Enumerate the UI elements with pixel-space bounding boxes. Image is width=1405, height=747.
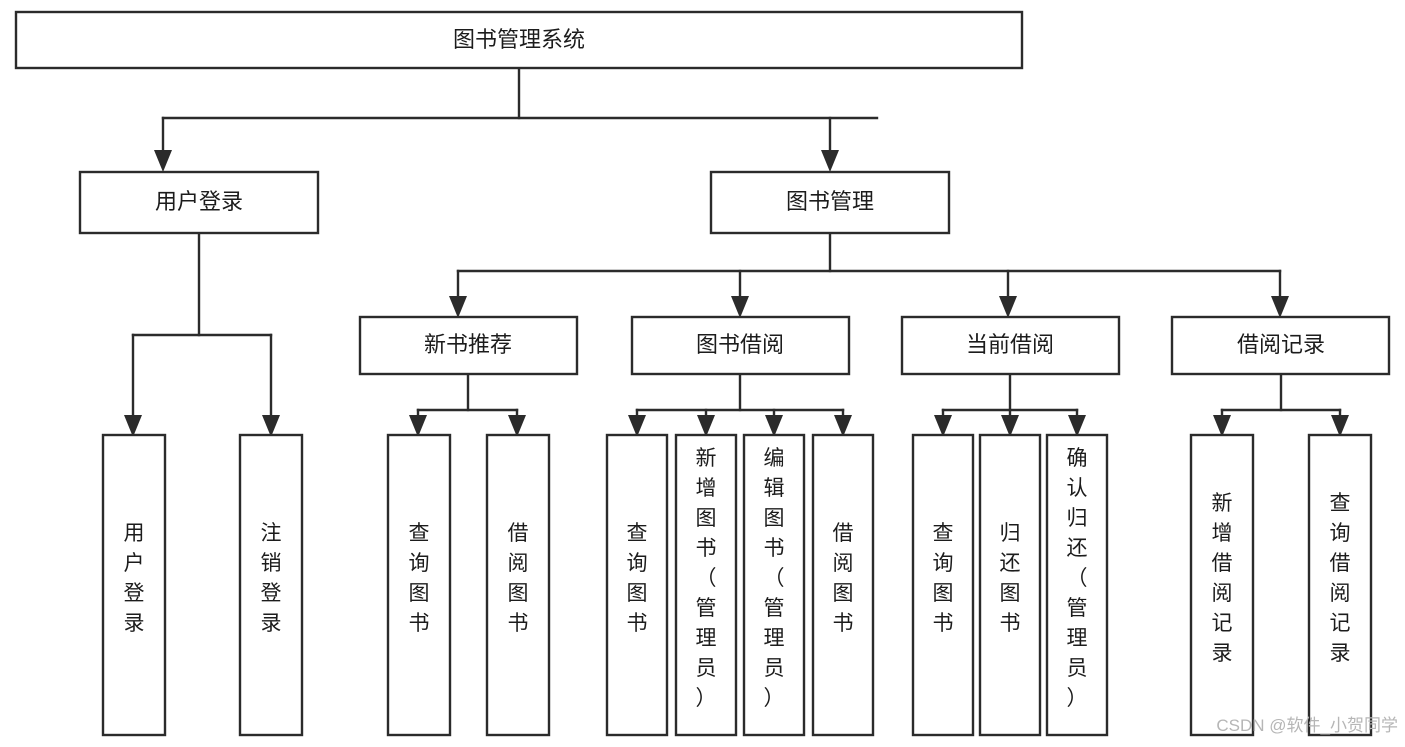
node-user-login-label: 用户登录 <box>155 189 243 214</box>
node-leaf-borrow-book[interactable]: 借阅图书 <box>811 433 875 737</box>
arrowhead-book-borrow <box>731 296 749 318</box>
connector-group-borrow-record <box>1213 372 1349 437</box>
node-leaf-borrow-book-rec-label: 借阅图书 <box>508 522 529 635</box>
connector-group-book-management <box>449 231 1289 318</box>
node-book-management-rect[interactable] <box>709 170 951 235</box>
node-borrow-record[interactable]: 借阅记录 <box>1170 315 1391 376</box>
arrowhead-leaf-query-book-rec <box>409 415 427 437</box>
node-leaf-confirm-return-admin-rect[interactable] <box>1045 433 1109 737</box>
arrowhead-leaf-return-book <box>1001 415 1019 437</box>
node-leaf-logout-rect[interactable] <box>238 433 304 737</box>
node-current-borrow[interactable]: 当前借阅 <box>900 315 1121 376</box>
node-user-login-rect[interactable] <box>78 170 320 235</box>
node-new-book-recommend-label: 新书推荐 <box>424 332 512 357</box>
arrowhead-leaf-edit-book-admin <box>765 415 783 437</box>
node-leaf-query-book-current-rect[interactable] <box>911 433 975 737</box>
node-leaf-user-login-label: 用户登录 <box>124 522 145 635</box>
node-root-rect[interactable] <box>14 10 1024 70</box>
node-leaf-query-book-borrow-label: 查询图书 <box>627 522 648 635</box>
node-leaf-query-borrow-record-rect[interactable] <box>1307 433 1373 737</box>
node-leaf-query-borrow-record[interactable]: 查询借阅记录 <box>1307 433 1373 737</box>
arrowhead-leaf-logout <box>262 415 280 437</box>
arrowhead-root-to-book-management <box>821 150 839 172</box>
node-leaf-query-book-current[interactable]: 查询图书 <box>911 433 975 737</box>
node-borrow-record-label: 借阅记录 <box>1237 332 1325 357</box>
arrowhead-root-to-user-login <box>154 150 172 172</box>
arrowhead-leaf-query-borrow-record <box>1331 415 1349 437</box>
node-leaf-add-borrow-record-rect[interactable] <box>1189 433 1255 737</box>
node-leaf-query-book-current-label: 查询图书 <box>933 522 954 635</box>
node-leaf-edit-book-admin-label: 编辑图书（管理员） <box>764 447 785 710</box>
node-leaf-query-book-borrow-rect[interactable] <box>605 433 669 737</box>
arrowhead-leaf-borrow-book <box>834 415 852 437</box>
node-new-book-recommend[interactable]: 新书推荐 <box>358 315 579 376</box>
node-book-borrow-rect[interactable] <box>630 315 851 376</box>
connector-group-current-borrow <box>934 372 1086 437</box>
node-new-book-recommend-rect[interactable] <box>358 315 579 376</box>
arrowhead-new-book-recommend <box>449 296 467 318</box>
node-leaf-return-book-label: 归还图书 <box>1000 522 1021 635</box>
arrowhead-leaf-confirm-return-admin <box>1068 415 1086 437</box>
node-current-borrow-rect[interactable] <box>900 315 1121 376</box>
node-leaf-query-book-rec-label: 查询图书 <box>409 522 430 635</box>
node-leaf-add-borrow-record[interactable]: 新增借阅记录 <box>1189 433 1255 737</box>
node-book-management-label: 图书管理 <box>786 189 874 214</box>
node-leaf-borrow-book-rec-rect[interactable] <box>485 433 551 737</box>
node-leaf-add-book-admin[interactable]: 新增图书（管理员） <box>674 433 738 737</box>
node-leaf-add-book-admin-rect[interactable] <box>674 433 738 737</box>
node-leaf-logout[interactable]: 注销登录 <box>238 433 304 737</box>
arrowhead-leaf-query-book-borrow <box>628 415 646 437</box>
node-book-borrow[interactable]: 图书借阅 <box>630 315 851 376</box>
arrowhead-leaf-add-book-admin <box>697 415 715 437</box>
node-root[interactable]: 图书管理系统 <box>14 10 1024 70</box>
node-leaf-add-borrow-record-label: 新增借阅记录 <box>1212 492 1233 665</box>
connector-group-root <box>154 66 879 172</box>
arrowhead-current-borrow <box>999 296 1017 318</box>
node-leaf-borrow-book-rect[interactable] <box>811 433 875 737</box>
arrowhead-leaf-user-login <box>124 415 142 437</box>
connector-group-book-borrow <box>628 372 852 437</box>
node-leaf-query-book-rec[interactable]: 查询图书 <box>386 433 452 737</box>
node-leaf-edit-book-admin[interactable]: 编辑图书（管理员） <box>742 433 806 737</box>
node-leaf-return-book[interactable]: 归还图书 <box>978 433 1042 737</box>
node-user-login[interactable]: 用户登录 <box>78 170 320 235</box>
node-book-management[interactable]: 图书管理 <box>709 170 951 235</box>
node-root-label: 图书管理系统 <box>453 27 585 52</box>
arrowhead-borrow-record <box>1271 296 1289 318</box>
arrowhead-leaf-borrow-book-rec <box>508 415 526 437</box>
node-leaf-logout-label: 注销登录 <box>261 522 282 635</box>
node-leaf-add-book-admin-label: 新增图书（管理员） <box>696 447 717 710</box>
node-leaf-confirm-return-admin-label: 确认归还（管理员） <box>1067 447 1088 710</box>
node-leaf-borrow-book-rec[interactable]: 借阅图书 <box>485 433 551 737</box>
node-leaf-query-borrow-record-label: 查询借阅记录 <box>1330 492 1351 665</box>
node-leaf-user-login[interactable]: 用户登录 <box>101 433 167 737</box>
node-leaf-user-login-rect[interactable] <box>101 433 167 737</box>
node-leaf-query-book-borrow[interactable]: 查询图书 <box>605 433 669 737</box>
arrowhead-leaf-query-book-current <box>934 415 952 437</box>
node-borrow-record-rect[interactable] <box>1170 315 1391 376</box>
node-leaf-borrow-book-label: 借阅图书 <box>833 522 854 635</box>
watermark-label: CSDN @软件_小贺同学 <box>1216 716 1398 735</box>
node-leaf-return-book-rect[interactable] <box>978 433 1042 737</box>
node-leaf-query-book-rec-rect[interactable] <box>386 433 452 737</box>
node-leaf-confirm-return-admin[interactable]: 确认归还（管理员） <box>1045 433 1109 737</box>
node-book-borrow-label: 图书借阅 <box>696 332 784 357</box>
connector-group-user-login <box>124 231 280 437</box>
node-leaf-edit-book-admin-rect[interactable] <box>742 433 806 737</box>
arrowhead-leaf-add-borrow-record <box>1213 415 1231 437</box>
node-current-borrow-label: 当前借阅 <box>966 332 1054 357</box>
connector-group-new-book-recommend <box>409 372 526 437</box>
